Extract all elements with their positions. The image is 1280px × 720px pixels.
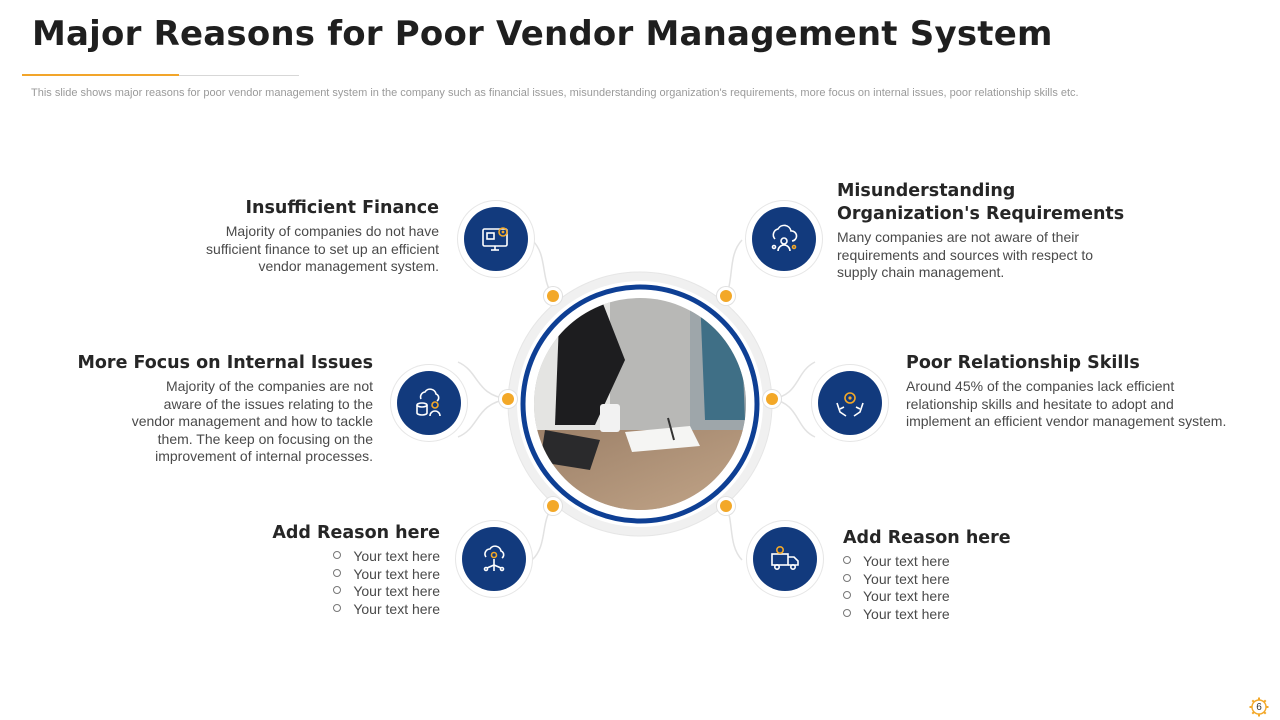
connector-top-right [725,239,743,297]
connector-dot-mid-left [502,393,514,405]
reason-line: vendor management system. [258,258,439,274]
center-photo [534,298,746,510]
reason-line: improvement of internal processes. [155,448,373,464]
bullet-item: Your text here [333,566,440,584]
reason-line: them. The keep on focusing on the [157,430,373,447]
reason-title: Add Reason here [843,528,1011,548]
connector-top-left [531,239,554,297]
reason-title: Poor Relationship Skills [906,353,1140,373]
connector-dot-top-right [720,290,732,302]
reason-line: Many companies are not aware of their [837,229,1080,245]
reason-line: supply chain management. [837,264,1005,280]
slide-subtitle: This slide shows major reasons for poor … [31,87,1079,99]
connector-bottom-left [531,505,554,561]
cloud-network-user-icon [752,207,816,271]
reason-title: Misunderstanding Organization's Requirem… [837,180,1157,226]
reason-add-right: Add Reason here Your text here Your text… [843,527,1043,623]
hands-gear-icon [818,371,882,435]
reason-line: Around 45% of the companies lack efficie… [906,378,1175,394]
cloud-server-person-icon [397,371,461,435]
reason-title-line: Organization's Requirements [837,204,1125,224]
slide-title: Major Reasons for Poor Vendor Management… [32,14,1053,54]
connector-dot-bottom-left [547,500,559,512]
reason-insufficient-finance: Insufficient Finance Majority of compani… [150,197,439,276]
center-blue-ring [520,284,760,524]
delivery-truck-gear-icon [753,527,817,591]
reason-line: aware of the issues relating to the [163,395,373,412]
connector-dot-top-left [547,290,559,302]
bullet-item: Your text here [333,601,440,619]
page-number-text: 6 [1256,701,1262,713]
connector-mid-right [771,361,816,400]
connector-mid-left-b [457,398,509,438]
reason-line: requirements and sources with respect to [837,246,1094,263]
computer-settings-icon [464,207,528,271]
connector-mid-right-b [771,398,816,438]
reason-title: Insufficient Finance [245,198,439,218]
connector-bottom-right [725,505,743,561]
connector-dot-mid-right [766,393,778,405]
reason-line: sufficient finance to set up an efficien… [206,240,439,257]
reason-internal-issues: More Focus on Internal Issues Majority o… [60,352,374,466]
reason-misunderstanding: Misunderstanding Organization's Requirem… [837,180,1157,282]
reason-line: Majority of the companies are not [166,378,373,394]
reason-title: More Focus on Internal Issues [77,353,374,373]
connector-mid-left [457,361,509,400]
cloud-gear-tree-icon [462,527,526,591]
bullet-list: Your text here Your text here Your text … [333,548,440,618]
reason-line: vendor management and how to tackle [131,413,373,429]
bullet-item: Your text here [843,588,1043,606]
gear-icon [1249,697,1269,717]
page-number: 6 [1248,696,1270,718]
reason-description: Around 45% of the companies lack efficie… [906,378,1256,431]
bullet-item: Your text here [843,606,1043,624]
bullet-item: Your text here [333,583,440,601]
reason-line: implement an efficient vendor management… [906,413,1227,429]
bullet-item: Your text here [843,571,1043,589]
bullet-item: Your text here [843,553,1043,571]
title-underline-accent [22,74,179,76]
reason-title-line: Misunderstanding [837,181,1016,201]
reason-title: Add Reason here [272,523,440,543]
connector-dot-bottom-right [720,500,732,512]
reason-add-left: Add Reason here Your text here Your text… [240,522,440,619]
reason-description: Many companies are not aware of their re… [837,229,1157,282]
reason-line: relationship skills and hesitate to adop… [906,395,1174,412]
reason-relationship-skills: Poor Relationship Skills Around 45% of t… [906,352,1256,431]
title-underline [22,74,299,76]
reason-line: Majority of companies do not have [225,223,439,239]
bullet-item: Your text here [333,548,440,566]
reason-description: Majority of companies do not have suffic… [150,223,439,276]
reason-description: Majority of the companies are not aware … [60,378,373,466]
bullet-list: Your text here Your text here Your text … [843,553,1043,623]
